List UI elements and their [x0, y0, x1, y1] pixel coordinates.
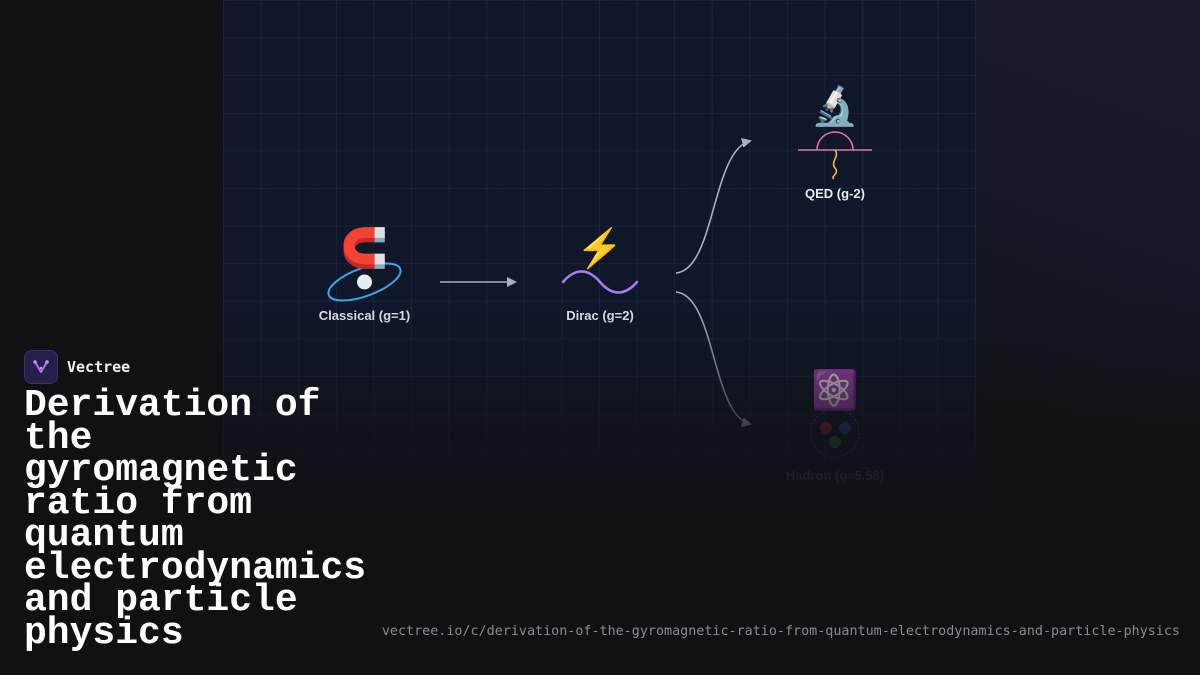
hadron-quarks-graphic — [810, 408, 860, 458]
atom-icon: ⚛️ — [811, 370, 859, 412]
brand-name: Vectree — [67, 358, 131, 376]
node-label-qed: QED (g-2) — [805, 186, 865, 201]
page-url: vectree.io/c/derivation-of-the-gyromagne… — [381, 624, 1180, 639]
node-label-dirac: Dirac (g=2) — [566, 308, 634, 323]
vectree-logo-icon — [24, 350, 58, 384]
node-label-classical: Classical (g=1) — [318, 308, 411, 323]
page-title: Derivation of the gyromagnetic ratio fro… — [24, 384, 367, 655]
qed-feynman-graphic — [798, 131, 872, 180]
dirac-wave-graphic — [561, 270, 639, 294]
node-label-hadron: Hadron (g≈5.58) — [785, 468, 885, 483]
edge-dirac-qed — [675, 138, 752, 274]
brand: Vectree — [24, 350, 130, 384]
magnet-icon: 🧲 — [340, 228, 389, 270]
microscope-icon: 🔬 — [811, 86, 859, 128]
classical-orbit-graphic — [327, 262, 402, 302]
lightning-icon: ⚡ — [576, 228, 624, 270]
